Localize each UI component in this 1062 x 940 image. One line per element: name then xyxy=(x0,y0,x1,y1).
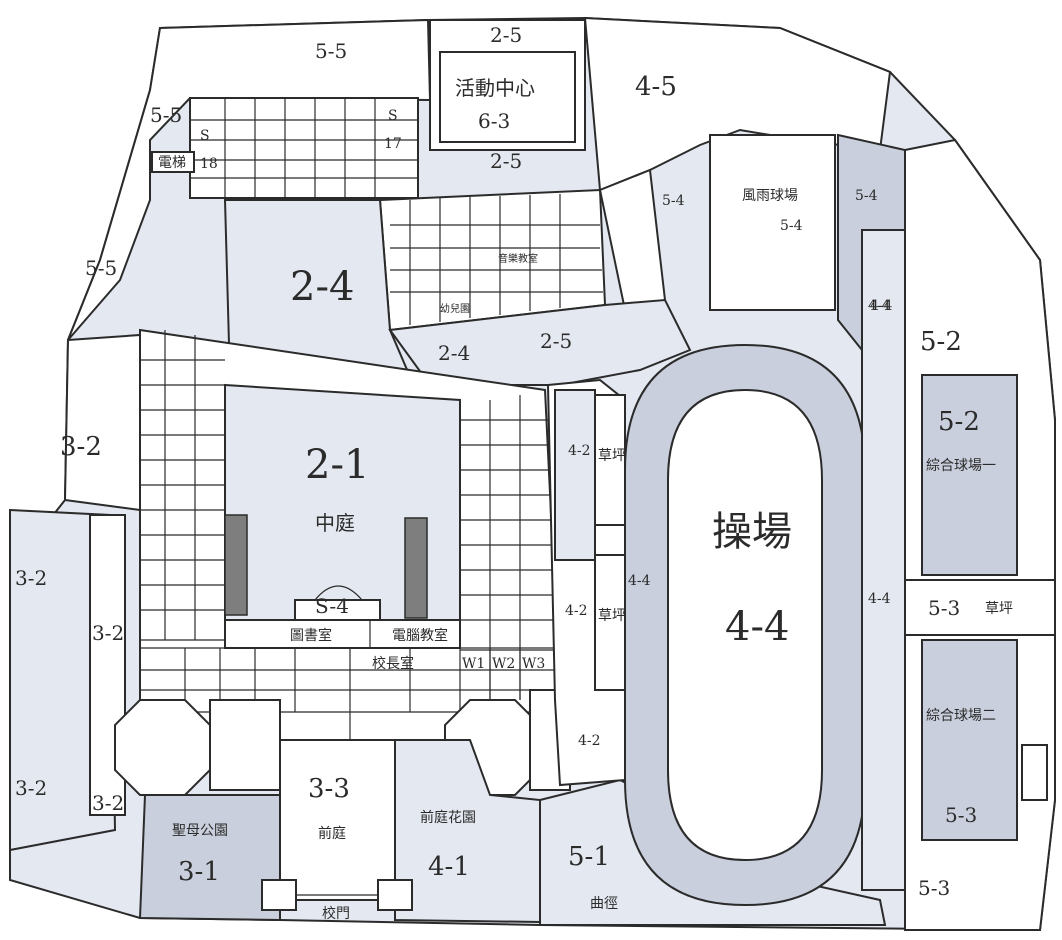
label-6-3: 6-3 xyxy=(478,109,510,133)
label-5-5-side: 5-5 xyxy=(85,256,117,280)
tower-west-annex xyxy=(209,699,281,791)
lawn-strip-2 xyxy=(594,554,626,691)
label-2-4-big: 2-4 xyxy=(290,264,354,310)
label-w2: W2 xyxy=(492,656,515,672)
label-5-2-inner: 5-2 xyxy=(938,407,980,437)
label-w3: W3 xyxy=(522,656,545,672)
gate-post-left xyxy=(261,879,297,911)
dark-room-east xyxy=(404,517,428,619)
gate-post-right xyxy=(377,879,413,911)
label-4-2-c: 4-2 xyxy=(578,733,601,749)
label-4-4-main: 4-4 xyxy=(725,604,789,650)
label-s5-letter: S xyxy=(200,128,210,144)
label-4-4-a: 4-4 xyxy=(628,573,651,589)
label-3-2-d: 3-2 xyxy=(15,776,47,800)
label-3-1: 3-1 xyxy=(178,857,220,887)
label-4-4-right: 4-4 xyxy=(870,298,893,314)
label-playground: 操場 xyxy=(712,509,792,555)
office-grid xyxy=(140,647,555,740)
label-5-1: 5-1 xyxy=(568,842,610,872)
zone-3-2-upper xyxy=(63,333,141,512)
label-5-3-corner: 5-3 xyxy=(918,876,950,900)
zone-4-4-strip xyxy=(861,229,906,891)
label-lawn-right: 草坪 xyxy=(985,601,1013,617)
label-2-5-top: 2-5 xyxy=(490,23,522,47)
label-5-5-top: 5-5 xyxy=(315,39,347,63)
stage-s4-arc xyxy=(314,585,363,601)
label-2-5-low: 2-5 xyxy=(540,329,572,353)
classroom-block-north xyxy=(189,97,419,199)
court-one xyxy=(921,374,1018,576)
zone-3-2-lower xyxy=(9,508,117,852)
elevator-box xyxy=(151,151,195,173)
label-5-2-top: 5-2 xyxy=(920,327,962,357)
label-court-one: 綜合球場一 xyxy=(926,458,996,474)
label-5-4-c: 5-4 xyxy=(855,188,878,204)
court-two xyxy=(921,639,1018,841)
label-s4: S-4 xyxy=(315,594,349,618)
label-court-two: 綜合球場二 xyxy=(926,708,996,724)
holy-mother-park xyxy=(138,794,281,922)
label-3-3: 3-3 xyxy=(308,774,350,804)
label-4-2-b: 4-2 xyxy=(565,603,588,619)
label-2-1: 2-1 xyxy=(305,442,369,488)
label-s18: 18 xyxy=(200,156,218,172)
label-principal-office: 校長室 xyxy=(372,655,414,672)
library-row xyxy=(224,619,461,649)
label-4-4-c: 4-4 xyxy=(868,298,891,314)
tower-west xyxy=(114,699,211,796)
wind-rain-court xyxy=(709,134,836,311)
label-corridor: 曲徑 xyxy=(590,896,618,912)
label-lawn-2: 草坪 xyxy=(598,608,626,624)
label-5-4-a: 5-4 xyxy=(662,193,685,209)
label-4-5: 4-5 xyxy=(635,72,677,102)
label-courtyard: 中庭 xyxy=(315,511,355,535)
east-classroom-grid xyxy=(460,395,555,700)
track-inner xyxy=(667,388,823,862)
activity-center-inner xyxy=(439,51,576,143)
label-library: 圖書室 xyxy=(290,627,332,644)
label-lawn-1: 草坪 xyxy=(598,448,626,464)
label-school-gate: 校門 xyxy=(322,905,350,922)
label-activity-center: 活動中心 xyxy=(455,76,535,100)
label-front-court: 前庭 xyxy=(318,825,346,842)
label-3-2-b: 3-2 xyxy=(15,566,47,590)
label-5-3-right: 5-3 xyxy=(928,596,960,620)
label-s17-num: 17 xyxy=(384,136,402,152)
label-wind-rain-court: 風雨球場 xyxy=(742,188,798,204)
label-holy-mother-park: 聖母公園 xyxy=(172,823,228,839)
label-preschool: 幼兒園 xyxy=(440,302,470,315)
label-music-room: 音樂教室 xyxy=(498,252,538,265)
label-4-1: 4-1 xyxy=(428,852,470,882)
label-2-4-small: 2-4 xyxy=(438,341,470,365)
label-4-2-a: 4-2 xyxy=(568,443,591,459)
classroom-grid-north xyxy=(190,98,418,198)
dark-room-west xyxy=(224,514,248,616)
label-front-garden: 前庭花園 xyxy=(420,809,476,826)
label-4-4-b: 4-4 xyxy=(868,591,891,607)
small-box-right xyxy=(1021,744,1048,801)
label-5-5-left: 5-5 xyxy=(150,103,182,127)
lawn-5-3 xyxy=(904,579,1056,636)
label-elevator: 電梯 xyxy=(158,155,186,171)
label-3-2-a: 3-2 xyxy=(60,432,102,462)
label-w1: W1 xyxy=(462,656,485,672)
label-5-3-bottom: 5-3 xyxy=(945,803,977,827)
label-computer-room: 電腦教室 xyxy=(392,627,448,644)
front-court xyxy=(279,739,396,901)
label-2-5-mid: 2-5 xyxy=(490,149,522,173)
west-classroom-grid xyxy=(140,330,225,641)
zone-4-2-block xyxy=(554,389,596,561)
label-5-4-b: 5-4 xyxy=(780,218,803,234)
music-building-grid xyxy=(390,194,603,325)
label-3-2-c: 3-2 xyxy=(92,621,124,645)
label-3-2-e: 3-2 xyxy=(92,791,124,815)
label-s17-letter: S xyxy=(388,108,398,124)
